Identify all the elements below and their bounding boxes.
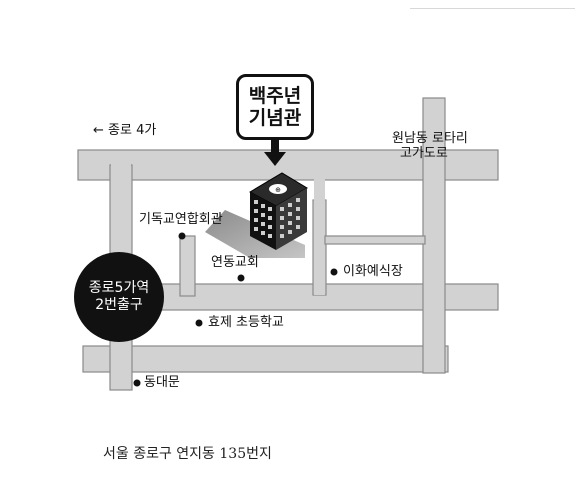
label-overpass: 고가도로 — [400, 146, 448, 161]
station-line1: 종로5가역 — [88, 280, 150, 297]
label-dongdaemun: 동대문 — [144, 375, 180, 390]
dot-marker-icon — [195, 319, 203, 327]
address-text: 서울 종로구 연지동 135번지 — [103, 446, 272, 462]
label-wonnam-rotary: 원남동 로타리 — [392, 131, 468, 146]
label-hyoje-school: 효제 초등학교 — [208, 315, 284, 330]
svg-text:⊕: ⊕ — [275, 186, 281, 194]
label-jongro4ga: ← 종로 4가 — [93, 123, 157, 138]
road-small-left — [179, 235, 196, 297]
road-small-right — [312, 199, 327, 296]
label-yeondong-church: 연동교회 — [211, 255, 259, 270]
top-divider — [410, 8, 575, 9]
dot-marker-icon — [330, 268, 338, 276]
building-icon: ⊕ — [248, 172, 308, 250]
dot-marker-icon — [178, 232, 186, 240]
dot-marker-icon — [133, 379, 141, 387]
centennial-hall-title: 백주년 기념관 — [236, 74, 314, 140]
arrow-down-icon — [264, 140, 286, 166]
road-bottom — [82, 345, 449, 373]
label-church-hall: 기독교연합회관 — [139, 212, 223, 227]
jongno5ga-station-exit: 종로5가역 2번출구 — [74, 252, 164, 342]
label-ihwa-wedding-hall: 이화예식장 — [343, 264, 403, 279]
station-line2: 2번출구 — [95, 297, 143, 313]
title-line1: 백주년 — [248, 84, 302, 107]
dot-marker-icon — [237, 274, 245, 282]
title-line2: 기념관 — [248, 107, 302, 129]
